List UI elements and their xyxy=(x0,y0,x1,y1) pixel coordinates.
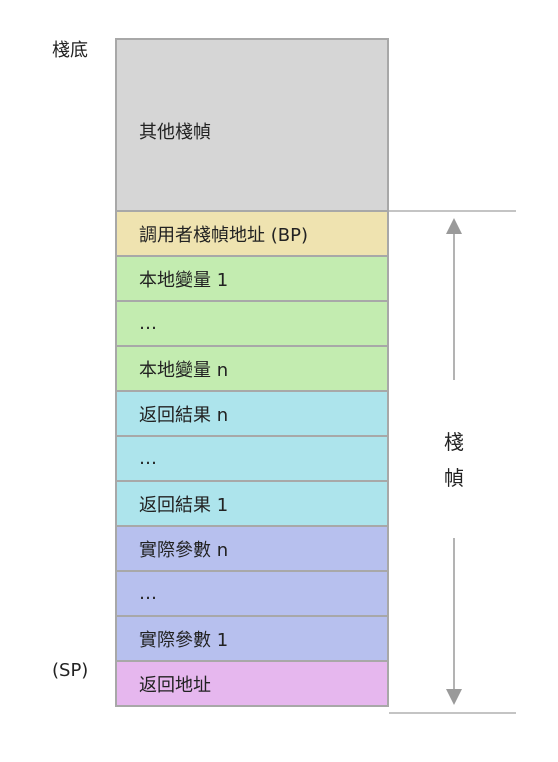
arrow-up-icon xyxy=(446,218,462,234)
stack-cell-other-frames: 其他棧幀 xyxy=(115,38,389,212)
stack-cell-return-n: 返回結果 n xyxy=(115,390,389,437)
stack-cell-label: … xyxy=(139,448,157,469)
frame-label-char-2: 幀 xyxy=(444,466,464,490)
stack-cell-label: 實際參數 1 xyxy=(139,629,229,651)
stack-cell-label: 返回結果 1 xyxy=(139,494,229,516)
stack-cell-label: 本地變量 1 xyxy=(139,269,229,291)
stack-cell-label: 本地變量 n xyxy=(139,359,229,381)
stack-cell-return-address: 返回地址 xyxy=(115,660,389,707)
stack-cell-label: 返回地址 xyxy=(139,674,211,696)
stack-cell-param-n: 實際參數 n xyxy=(115,525,389,572)
stack-cell-label: … xyxy=(139,583,157,604)
stack-cell-label: … xyxy=(139,313,157,334)
stack-diagram: 其他棧幀調用者棧幀地址 (BP) 本地變量 1 … 本地變量 n 返回結果 n … 返回結果… xyxy=(115,38,389,707)
stack-cell-label: 返回結果 n xyxy=(139,404,229,426)
arrow-down-icon xyxy=(446,689,462,705)
stack-cell-caller-bp: 調用者棧幀地址 (BP) xyxy=(115,210,389,257)
stack-cell-return-1: 返回結果 1 xyxy=(115,480,389,527)
stack-cell-label: 調用者棧幀地址 (BP) xyxy=(139,224,308,246)
sp-label: (SP) xyxy=(52,660,89,681)
stack-cell-local-n: 本地變量 n xyxy=(115,345,389,392)
stack-cell-label: 其他棧幀 xyxy=(139,122,211,143)
stack-cell-local-1: 本地變量 1 xyxy=(115,255,389,302)
frame-label-char-1: 棧 xyxy=(444,430,464,454)
frame-label: 棧 幀 xyxy=(442,424,466,496)
stack-cell-label: 實際參數 n xyxy=(139,539,229,561)
stack-cell-param-1: 實際參數 1 xyxy=(115,615,389,662)
stack-bottom-label: 棧底 xyxy=(52,40,88,61)
